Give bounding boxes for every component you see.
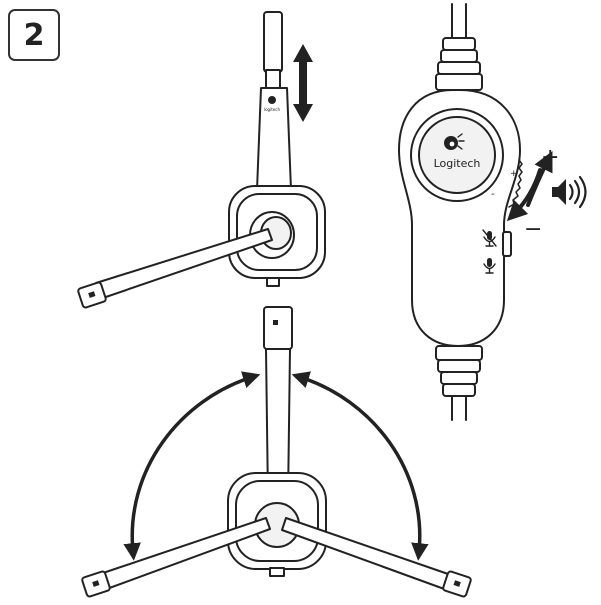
logitech-logo-icon (444, 133, 465, 150)
volume-down-arrow (506, 168, 542, 222)
band-logo: logitech (264, 96, 280, 112)
headset-front-view (81, 306, 472, 598)
mic-mute-switch[interactable] (502, 231, 512, 257)
headband-slider (265, 69, 281, 89)
rotate-left-arrow (123, 371, 261, 561)
wheel-minus-mark: - (491, 189, 495, 200)
speaker-icon (552, 175, 587, 209)
volume-minus-label: − (524, 217, 542, 242)
wheel-plus-mark: + (510, 169, 518, 179)
rotate-right-arrow (291, 371, 429, 561)
double-arrow-icon (293, 44, 313, 122)
headset-side-view: logitech (77, 11, 326, 309)
mic-icon (483, 258, 496, 274)
strain-relief-top (435, 37, 483, 91)
headband-top-front (263, 306, 293, 350)
inline-control-pod: Logitech + - (398, 3, 587, 421)
logo-wordmark: Logitech (434, 157, 481, 170)
mic-mute-icon (482, 229, 497, 247)
svg-text:logitech: logitech (264, 107, 280, 112)
logo-disc (418, 116, 496, 194)
step-number-badge: 2 (8, 9, 60, 61)
volume-plus-label: + (541, 145, 559, 170)
strain-relief-bottom (435, 345, 483, 397)
headband-top (263, 11, 283, 73)
